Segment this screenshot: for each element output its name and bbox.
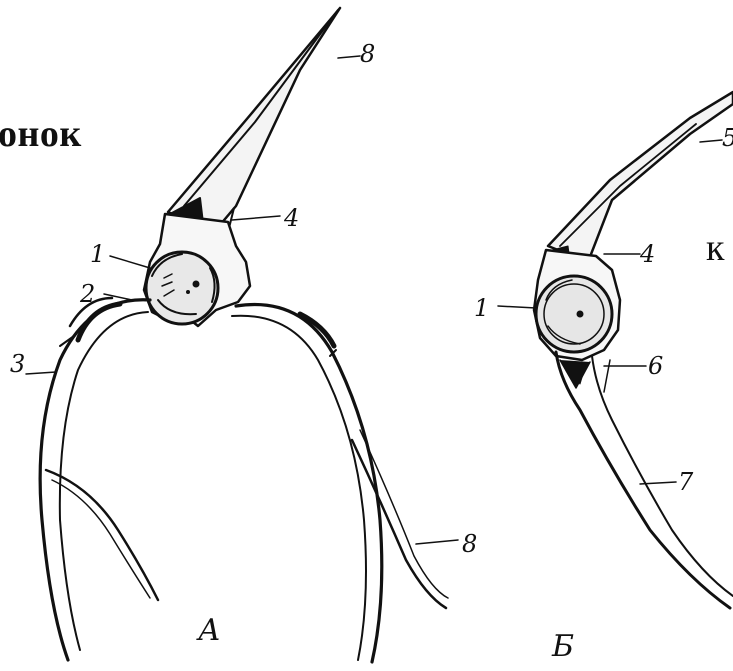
- label-b-4: 4: [639, 240, 655, 268]
- label-a-2: 2: [79, 280, 95, 308]
- label-a-8: 8: [462, 530, 477, 558]
- figure-a-vertebra-with-ribs: [26, 8, 458, 662]
- label-a-1: 1: [90, 240, 105, 268]
- spinous-process-b: [548, 92, 733, 262]
- panel-label-a: А: [196, 613, 221, 648]
- label-b-1: 1: [474, 294, 489, 322]
- label-b-5: 5: [722, 124, 733, 152]
- figure-b-vertebra: [498, 92, 733, 608]
- label-a-5: 8: [360, 40, 375, 68]
- label-a-4: 4: [283, 204, 299, 232]
- rib-branch-a: [46, 470, 158, 600]
- vertebral-body-b: [536, 276, 612, 352]
- label-b-6: 6: [648, 352, 663, 380]
- panel-label-b: Б: [551, 629, 574, 664]
- label-a-3: 3: [10, 350, 25, 378]
- rib-left-a: [40, 300, 150, 660]
- label-b-7: 7: [678, 468, 694, 496]
